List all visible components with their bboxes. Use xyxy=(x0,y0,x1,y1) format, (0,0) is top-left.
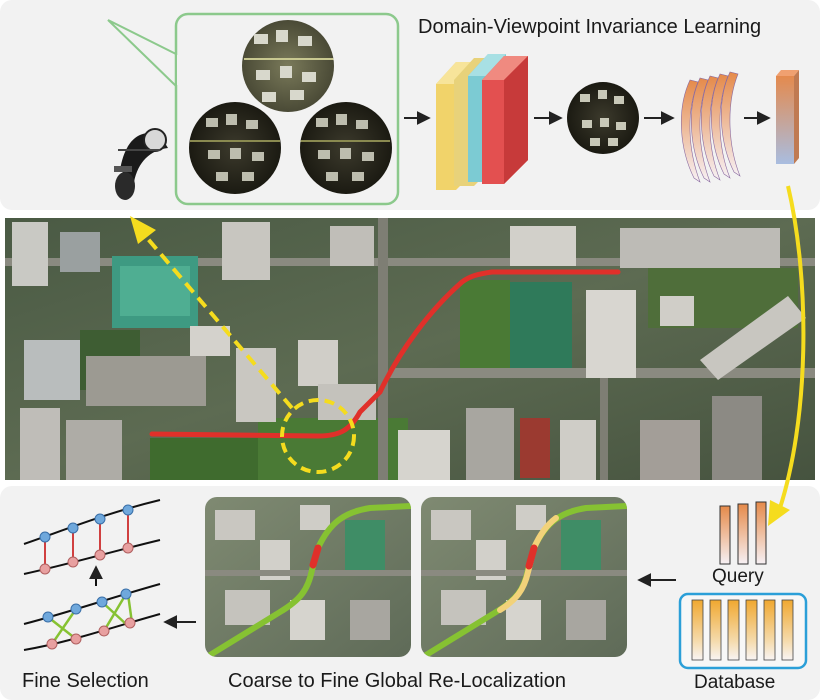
database-label: Database xyxy=(694,672,776,693)
feature-map-stack xyxy=(436,54,528,190)
query-descriptors xyxy=(719,501,767,565)
route-path xyxy=(149,269,621,439)
aerial-view-circle xyxy=(567,82,639,154)
location-marker xyxy=(280,398,356,474)
drone-icon xyxy=(114,128,168,200)
descriptor-stack xyxy=(681,71,741,183)
aerial-view-circle xyxy=(242,20,334,112)
fine-selection-label: Fine Selection xyxy=(22,670,149,692)
localization-arrow xyxy=(130,216,294,410)
coarse-match-map xyxy=(205,497,411,657)
fine-match-map xyxy=(421,497,627,657)
fine-selection-graph xyxy=(23,499,161,651)
descriptor-bar xyxy=(776,70,799,164)
aerial-view-circle xyxy=(189,102,281,194)
database-box xyxy=(678,592,808,670)
relocalization-label: Coarse to Fine Global Re-Localization xyxy=(228,670,566,692)
satellite-map xyxy=(5,218,815,480)
retrieval-arrow xyxy=(768,185,806,526)
query-label: Query xyxy=(712,566,764,587)
section-title: Domain-Viewpoint Invariance Learning xyxy=(418,16,762,38)
aerial-view-circle xyxy=(300,102,392,194)
